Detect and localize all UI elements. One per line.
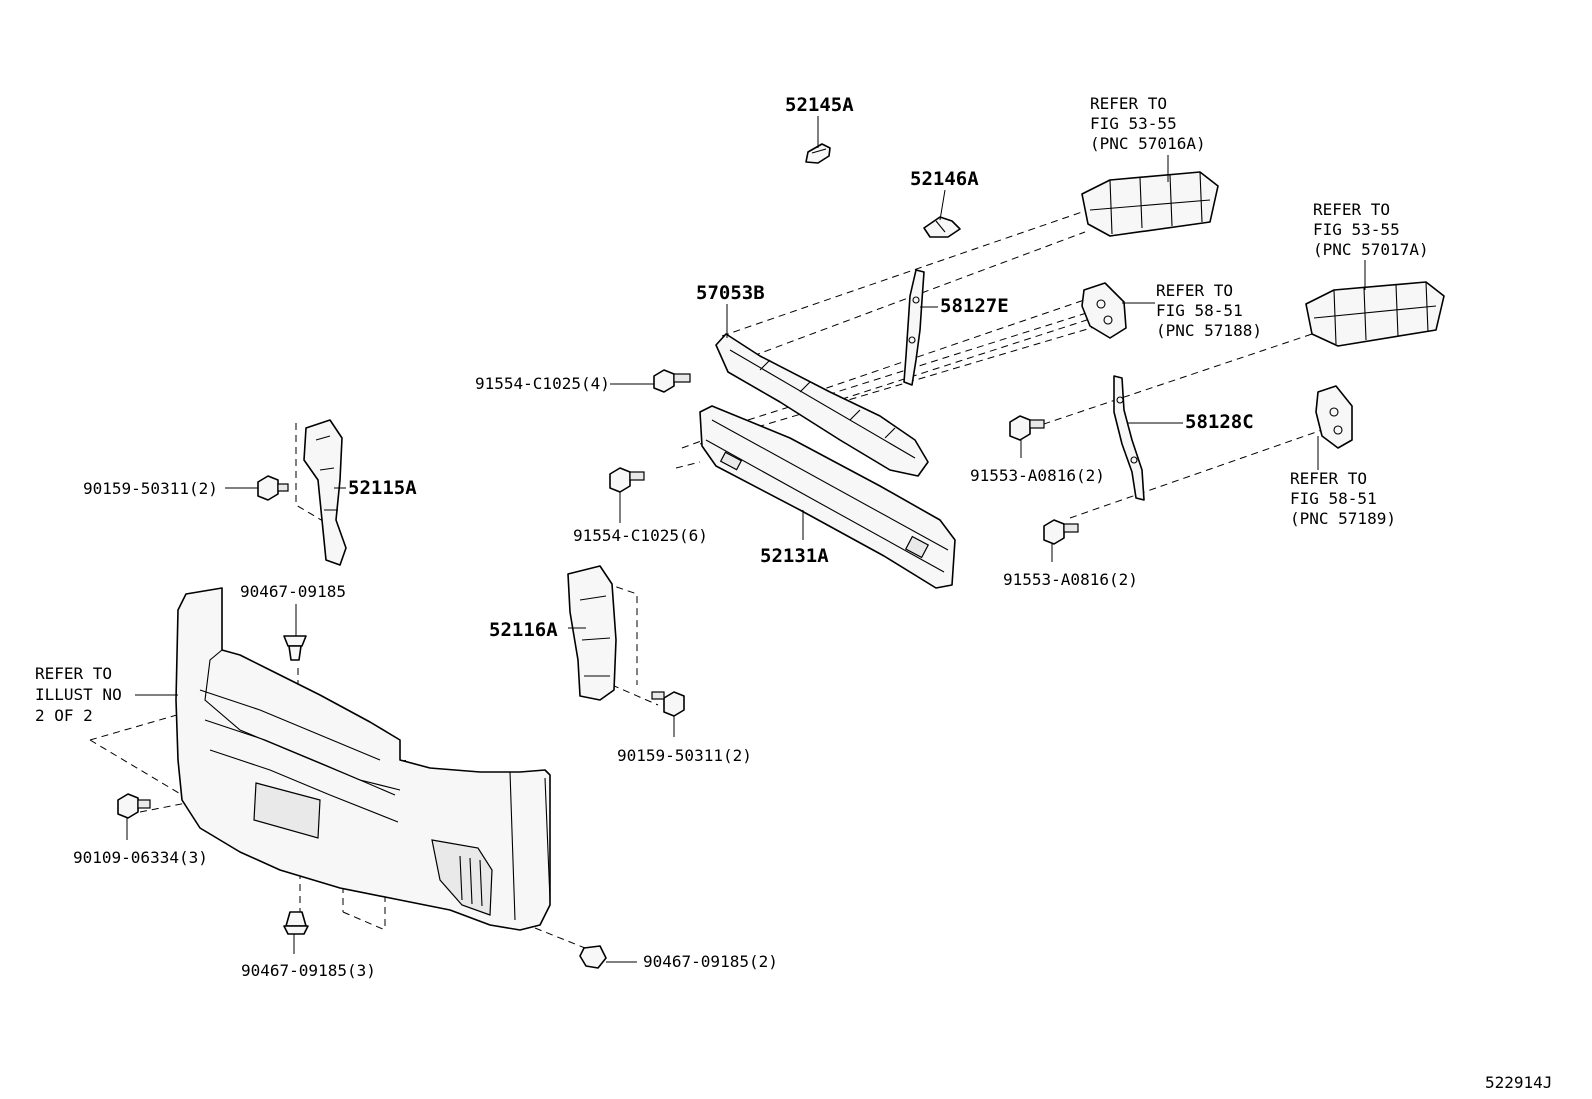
ref-note-57017a: REFER TO FIG 53-55 (PNC 57017A)	[1313, 200, 1429, 259]
ref-note-57188: REFER TO FIG 58-51 (PNC 57188)	[1156, 281, 1262, 340]
label-52115a: 52115A	[348, 477, 417, 499]
label-58127e: 58127E	[940, 295, 1009, 317]
svg-text:(PNC 57188): (PNC 57188)	[1156, 321, 1262, 340]
bolt-91553-top-icon	[1009, 415, 1045, 441]
screw-90159-right-icon	[651, 691, 685, 717]
label-58128c: 58128C	[1185, 411, 1254, 433]
svg-text:(PNC 57189): (PNC 57189)	[1290, 509, 1396, 528]
svg-text:FIG 53-55: FIG 53-55	[1090, 114, 1177, 133]
svg-text:(PNC 57017A): (PNC 57017A)	[1313, 240, 1429, 259]
svg-text:ILLUST NO: ILLUST NO	[35, 685, 122, 704]
svg-text:REFER TO: REFER TO	[1090, 94, 1167, 113]
svg-text:REFER TO: REFER TO	[1290, 469, 1367, 488]
svg-text:FIG 58-51: FIG 58-51	[1290, 489, 1377, 508]
label-screw-90159-right: 90159-50311(2)	[617, 746, 752, 765]
label-clip-90467-bottom: 90467-09185(3)	[241, 961, 376, 980]
clip-90467-top-icon	[283, 635, 307, 661]
part-labels: 52145A 52146A 57053B 58127E 58128C 52131…	[73, 94, 1254, 980]
reinforcement-57053b-illustration	[715, 333, 929, 477]
bumper-cover-illustration	[175, 587, 551, 931]
label-bolt-90109: 90109-06334(3)	[73, 848, 208, 867]
label-57053b: 57053B	[696, 282, 765, 304]
fasteners	[117, 369, 1079, 969]
svg-text:REFER TO: REFER TO	[35, 664, 112, 683]
label-52145a: 52145A	[785, 94, 854, 116]
label-clip-90467-top: 90467-09185	[240, 582, 346, 601]
ref-note-57189: REFER TO FIG 58-51 (PNC 57189)	[1290, 469, 1396, 528]
clip-90467-bottom-icon	[283, 911, 309, 935]
clip-90467-right-icon	[579, 945, 607, 969]
bracket-57189-illustration	[1315, 385, 1353, 449]
bolt-91553-bottom-icon	[1043, 519, 1079, 545]
support-57017a-illustration	[1305, 281, 1445, 347]
stay-58128c-illustration	[1113, 375, 1145, 501]
svg-text:FIG 53-55: FIG 53-55	[1313, 220, 1400, 239]
reference-notes: REFER TO FIG 53-55 (PNC 57016A) REFER TO…	[35, 94, 1429, 725]
screw-90159-left-icon	[257, 475, 289, 501]
label-bolt-91553-top: 91553-A0816(2)	[970, 466, 1105, 485]
bracket-52146a-illustration	[923, 216, 961, 238]
label-52131a: 52131A	[760, 545, 829, 567]
svg-text:REFER TO: REFER TO	[1313, 200, 1390, 219]
bracket-52145a-illustration	[805, 143, 831, 164]
ref-note-57016a: REFER TO FIG 53-55 (PNC 57016A)	[1090, 94, 1206, 153]
bolt-91554-6-icon	[609, 467, 645, 493]
support-57016a-illustration	[1081, 171, 1219, 237]
label-bolt-91554-4: 91554-C1025(4)	[475, 374, 610, 393]
svg-text:REFER TO: REFER TO	[1156, 281, 1233, 300]
label-clip-90467-right: 90467-09185(2)	[643, 952, 778, 971]
bolt-90109-icon	[117, 793, 151, 819]
stay-58127e-illustration	[903, 269, 925, 386]
bolt-91554-4-icon	[653, 369, 691, 393]
label-screw-90159-left: 90159-50311(2)	[83, 479, 218, 498]
svg-text:2 OF 2: 2 OF 2	[35, 706, 93, 725]
reinforcement-52131a-illustration	[699, 405, 956, 589]
svg-text:FIG 58-51: FIG 58-51	[1156, 301, 1243, 320]
svg-text:(PNC 57016A): (PNC 57016A)	[1090, 134, 1206, 153]
bracket-52115a-illustration	[303, 419, 347, 566]
label-52146a: 52146A	[910, 168, 979, 190]
illustration-id: 522914J	[1485, 1073, 1552, 1092]
leader-lines	[126, 116, 1366, 963]
ref-note-illust: REFER TO ILLUST NO 2 OF 2	[35, 664, 122, 725]
label-bolt-91554-6: 91554-C1025(6)	[573, 526, 708, 545]
bracket-57188-illustration	[1081, 282, 1127, 339]
label-bolt-91553-bottom: 91553-A0816(2)	[1003, 570, 1138, 589]
label-52116a: 52116A	[489, 619, 558, 641]
bracket-52116a-illustration	[567, 565, 617, 701]
